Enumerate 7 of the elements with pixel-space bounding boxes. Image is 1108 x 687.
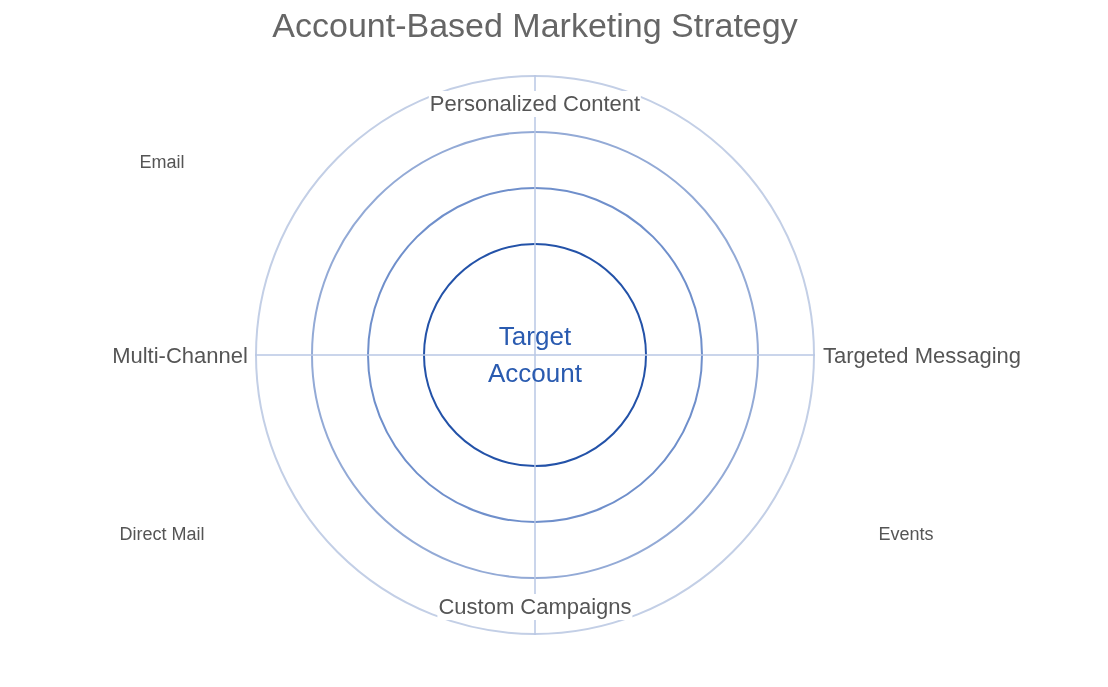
segment-label: Personalized Content <box>428 91 642 117</box>
center-label: Target Account <box>487 320 583 390</box>
diagram-title: Account-Based Marketing Strategy <box>271 6 799 45</box>
ring-circle <box>367 187 703 523</box>
target-circle <box>423 243 647 467</box>
ring-circle <box>311 131 759 579</box>
segment-label: Custom Campaigns <box>437 594 633 620</box>
